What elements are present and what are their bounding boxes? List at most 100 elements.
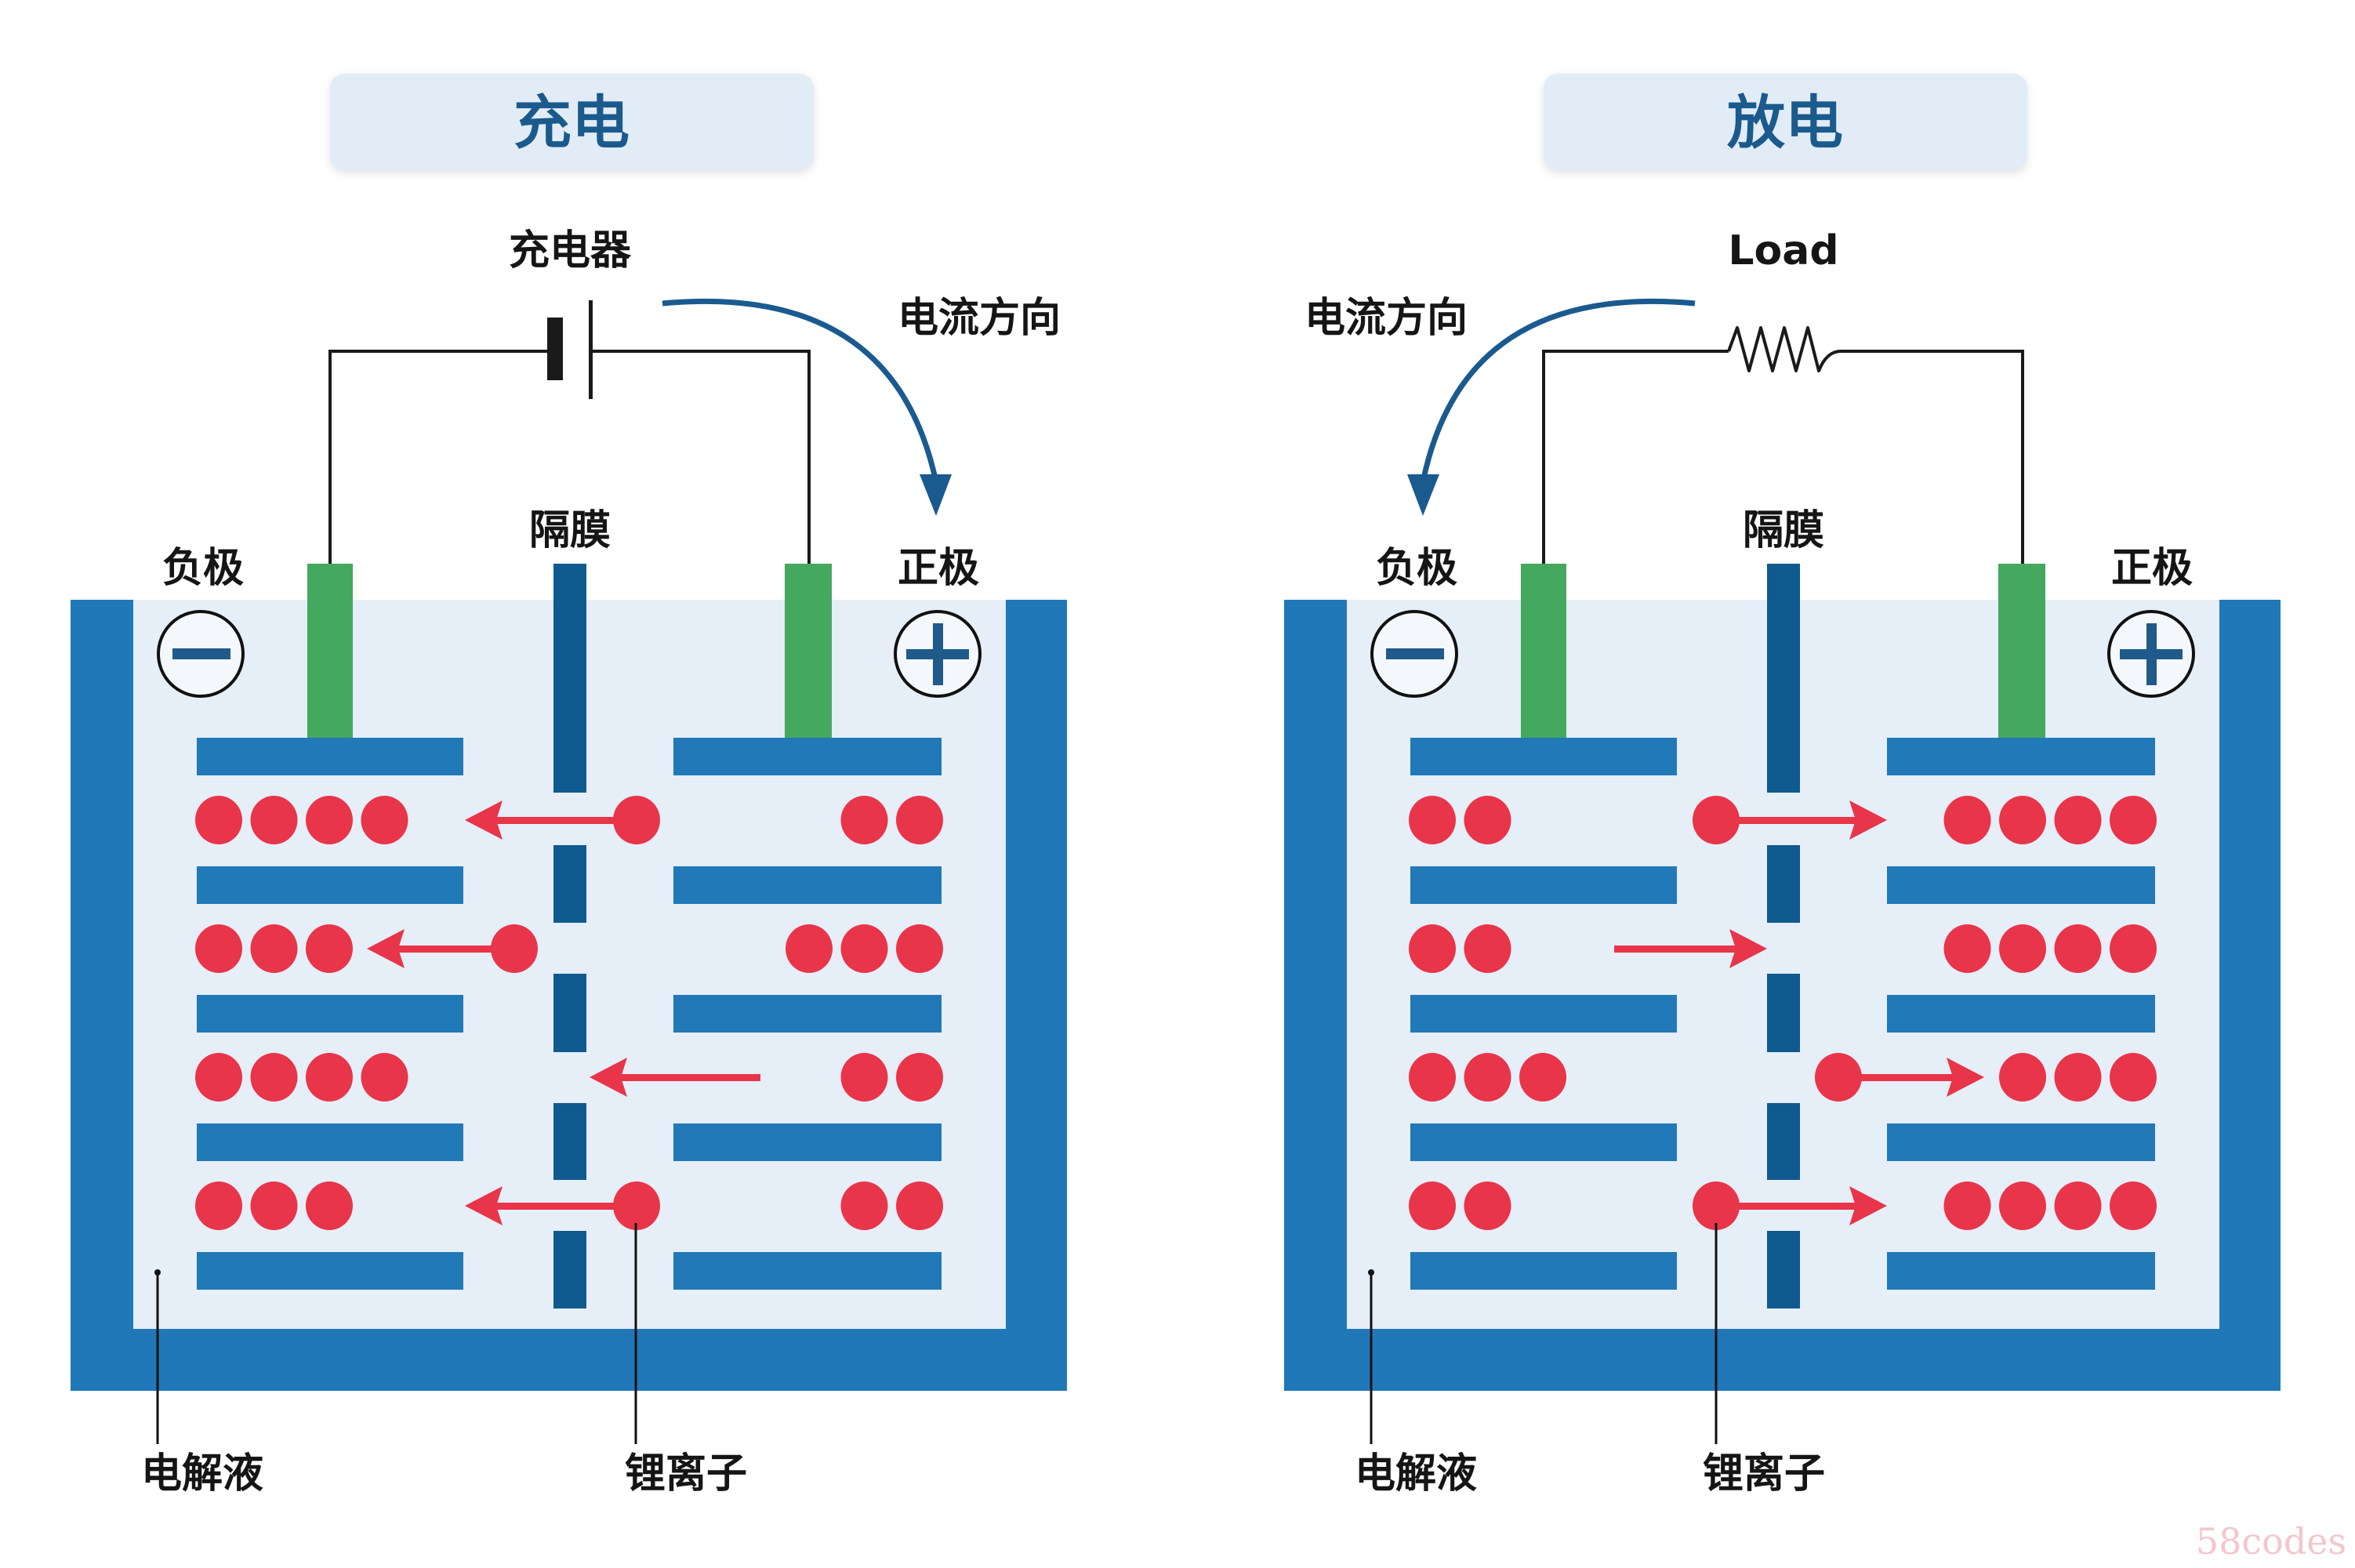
lithium-ion xyxy=(2110,1053,2157,1102)
current-direction-label: 电流方向 xyxy=(898,295,1061,342)
watermark: 58codes xyxy=(2196,1520,2346,1563)
lithium-ion xyxy=(306,1053,353,1102)
anode-plate xyxy=(197,1252,463,1290)
lithium-ion xyxy=(1943,796,1991,844)
cathode-plate xyxy=(1887,1123,2155,1161)
lithium-ion xyxy=(840,1053,888,1102)
lithium-ion xyxy=(195,924,242,973)
moving-lithium-ion xyxy=(613,796,660,844)
anode-plate xyxy=(197,1123,463,1161)
minus-icon xyxy=(1370,610,1458,698)
ion-flow-arrow xyxy=(1614,929,1767,968)
lithium-ion xyxy=(250,796,298,844)
source-label: Load xyxy=(1728,227,1838,274)
lithium-ion xyxy=(1464,1053,1511,1102)
lithium-ion xyxy=(1409,1053,1456,1102)
lithium-ion xyxy=(1943,924,1991,973)
separator-segment xyxy=(553,1231,586,1308)
resistor-icon xyxy=(1727,326,1842,372)
lithium-ion xyxy=(1464,1181,1511,1230)
lithium-ion xyxy=(1519,1053,1566,1102)
label-pointers xyxy=(154,1223,637,1444)
electrolyte-label: 电解液 xyxy=(141,1450,263,1497)
lithium-ion xyxy=(195,1053,242,1102)
separator-segment xyxy=(553,564,586,793)
lithium-ion xyxy=(840,924,888,973)
lithium-ion xyxy=(896,1053,943,1102)
cathode-plate xyxy=(673,1123,942,1161)
minus-icon xyxy=(157,610,245,698)
lithium-ion xyxy=(840,1181,888,1230)
separator-label: 隔膜 xyxy=(1743,507,1824,554)
anode-plate xyxy=(1410,1252,1677,1290)
separator-segment xyxy=(553,974,586,1052)
lithium-ion xyxy=(2054,796,2102,844)
moving-lithium-ion xyxy=(1693,796,1740,844)
ion-flow-arrow xyxy=(1838,1058,1984,1097)
separator-segment xyxy=(1767,1231,1800,1308)
circuit-wire xyxy=(328,350,811,564)
lithium-ion-label: 锂离子 xyxy=(625,1450,747,1497)
lithium-ion xyxy=(250,1053,298,1102)
current-direction-arrow xyxy=(1407,298,1696,516)
ion-flow-arrow xyxy=(1716,800,1887,840)
anode-plate xyxy=(197,995,463,1033)
ion-flow-arrow xyxy=(465,1186,637,1225)
lithium-ion xyxy=(195,1181,242,1230)
positive-electrode-label: 正极 xyxy=(898,545,979,592)
lithium-ion xyxy=(896,796,943,844)
lithium-ion xyxy=(2110,796,2157,844)
negative-tab xyxy=(1521,564,1566,738)
ion-flow-arrow xyxy=(1716,1186,1887,1225)
lithium-ion xyxy=(786,924,833,973)
separator-segment xyxy=(1767,564,1800,793)
lithium-ion xyxy=(250,924,298,973)
lithium-ion-label: 锂离子 xyxy=(1703,1450,1825,1497)
cathode-plate xyxy=(673,1252,942,1290)
separator-segment xyxy=(553,1103,586,1180)
positive-electrode-label: 正极 xyxy=(2111,545,2193,592)
cathode-plate xyxy=(673,995,942,1033)
positive-tab xyxy=(1998,564,2045,738)
moving-lithium-ion xyxy=(1693,1181,1740,1230)
ion-flow-arrow xyxy=(367,929,514,968)
lithium-ion xyxy=(2054,1181,2102,1230)
ion-flow-arrow xyxy=(590,1058,760,1097)
cathode-plate xyxy=(1887,738,2155,775)
lithium-ion xyxy=(2054,1053,2102,1102)
lithium-ion xyxy=(1409,924,1456,973)
lithium-ion xyxy=(1409,1181,1456,1230)
current-direction-arrow xyxy=(662,298,952,516)
lithium-ion xyxy=(1999,1181,2046,1230)
anode-plate xyxy=(197,866,463,904)
positive-tab xyxy=(785,564,832,738)
anode-plate xyxy=(1410,738,1677,775)
lithium-ion xyxy=(896,1181,943,1230)
lithium-ion xyxy=(195,796,242,844)
lithium-ion xyxy=(1999,924,2046,973)
moving-lithium-ion xyxy=(1815,1053,1862,1102)
lithium-ion xyxy=(361,1053,408,1102)
plus-icon xyxy=(894,610,982,698)
separator-segment xyxy=(1767,845,1800,923)
title-banner xyxy=(1544,74,2027,170)
lithium-ion xyxy=(1999,1053,2046,1102)
discharge-panel: 放电Load电流方向隔膜负极正极电解液锂离子 xyxy=(1284,74,2281,1497)
anode-plate xyxy=(197,738,463,775)
lithium-ion xyxy=(840,796,888,844)
lithium-ion xyxy=(2054,924,2102,973)
cathode-plate xyxy=(1887,1252,2155,1290)
lithium-ion xyxy=(1409,796,1456,844)
lithium-ion xyxy=(1943,1181,1991,1230)
cathode-plate xyxy=(673,738,942,775)
current-direction-label: 电流方向 xyxy=(1305,295,1468,342)
source-label: 充电器 xyxy=(509,227,632,274)
lithium-ion xyxy=(306,924,353,973)
separator-segment xyxy=(1767,1103,1800,1180)
cathode-plate xyxy=(1887,866,2155,904)
moving-lithium-ion xyxy=(613,1181,660,1230)
charge-panel: 充电充电器电流方向隔膜负极正极电解液锂离子 xyxy=(71,74,1067,1497)
plus-icon xyxy=(2107,610,2195,698)
label-pointers xyxy=(1368,1223,1718,1444)
